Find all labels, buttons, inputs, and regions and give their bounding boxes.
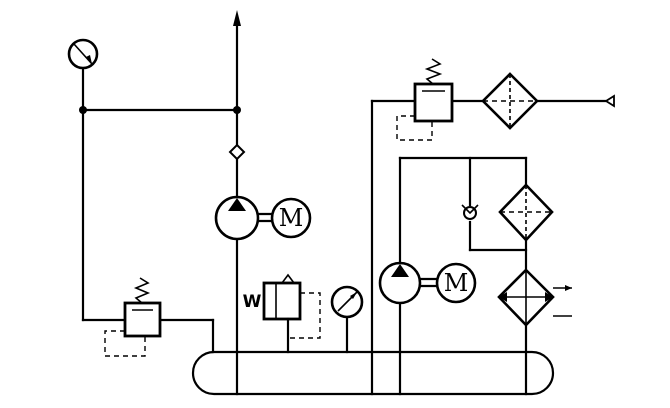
motor: M bbox=[270, 197, 312, 239]
main-pump bbox=[214, 195, 274, 241]
pressure-gauge-middle bbox=[330, 285, 364, 354]
heat-exchanger bbox=[497, 268, 572, 327]
output-arrow-icon bbox=[233, 10, 241, 26]
second-pump bbox=[378, 261, 438, 305]
motor-label: M bbox=[279, 204, 304, 232]
return-line-top bbox=[370, 94, 615, 396]
second-motor: M bbox=[435, 262, 477, 304]
filter-top bbox=[481, 72, 539, 130]
solenoid-valve: W bbox=[243, 273, 321, 354]
check-valve-top bbox=[228, 143, 246, 161]
gauge-line bbox=[79, 66, 241, 354]
relief-valve-left bbox=[104, 277, 162, 357]
motor-label-2: M bbox=[444, 269, 469, 297]
check-valve-right bbox=[461, 204, 479, 220]
inlet-triangle-icon bbox=[604, 94, 615, 108]
relief-valve-top bbox=[396, 58, 454, 141]
solenoid-label: W bbox=[243, 292, 262, 312]
filter-middle bbox=[498, 183, 554, 242]
pressure-gauge-top bbox=[67, 38, 99, 70]
